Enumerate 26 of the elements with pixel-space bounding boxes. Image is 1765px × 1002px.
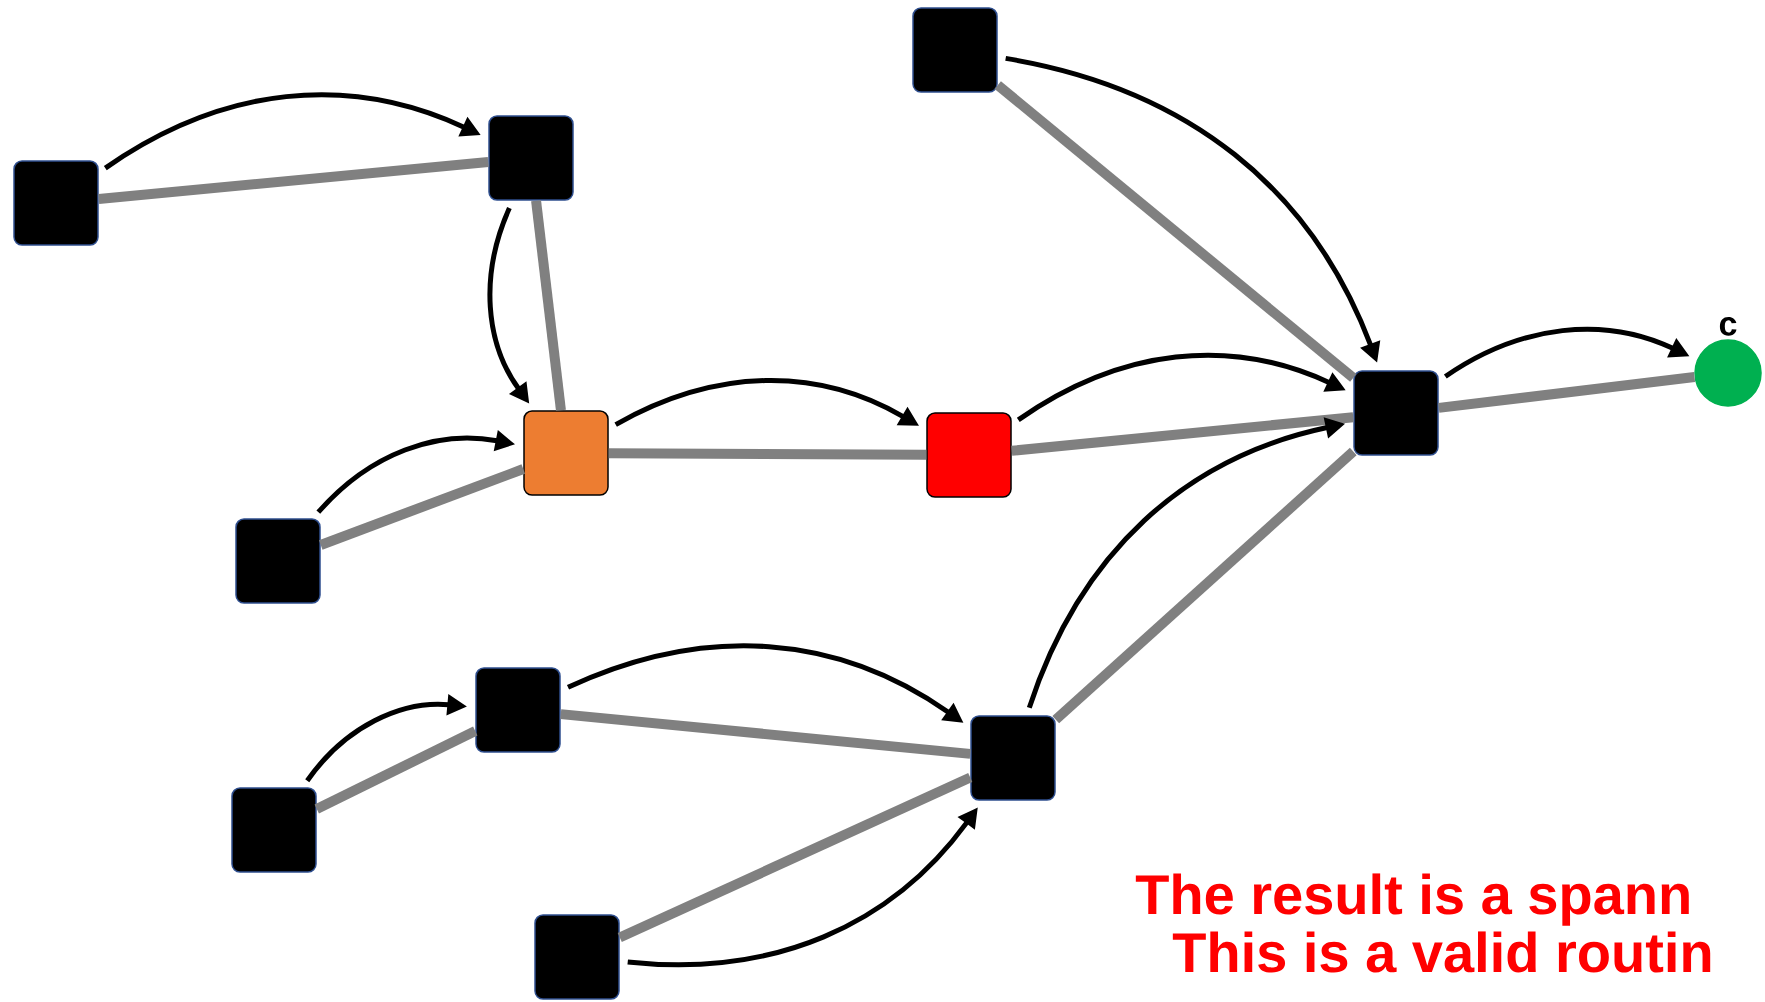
end-node: c [1694, 317, 1762, 407]
connection-line [1052, 447, 1357, 724]
note-text: The result is a spann [1135, 873, 1689, 926]
node-box [475, 667, 561, 753]
connection-line [608, 448, 927, 460]
node-box [970, 715, 1056, 801]
connection-line [531, 200, 566, 411]
connection-line [617, 772, 973, 943]
connection-line [319, 464, 525, 550]
connection-line [1011, 412, 1354, 456]
node-label: c [1719, 317, 1737, 336]
node-box [488, 115, 574, 201]
connection-line [98, 157, 489, 204]
node-box [231, 787, 317, 873]
connection-line [994, 81, 1357, 382]
node-box [13, 160, 99, 246]
node-box [912, 7, 998, 93]
node-box [235, 518, 321, 604]
node-box [534, 914, 620, 1000]
note-text: This is a valid routin [1172, 931, 1711, 973]
node-box [926, 412, 1012, 498]
node-box [523, 410, 609, 496]
connection-line [560, 709, 971, 759]
node-box [1353, 370, 1439, 456]
connection-line [1438, 372, 1696, 413]
connection-line [314, 726, 478, 814]
